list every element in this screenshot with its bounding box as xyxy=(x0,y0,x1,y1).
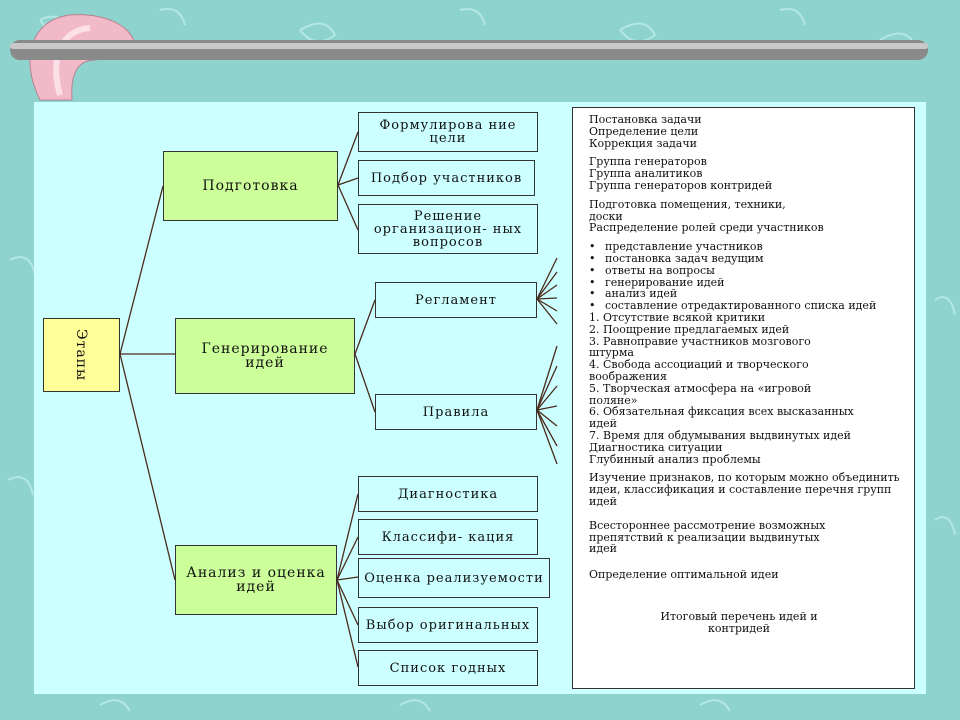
text-line: Группа аналитиков xyxy=(589,167,703,181)
rule-item: 1. Отсутствие всякой критики xyxy=(589,310,766,324)
rule-item: 5. Творческая атмосфера на «игровой поля… xyxy=(589,381,812,407)
root-node-etapy: Этапы xyxy=(43,318,120,392)
text-block: Изучение признаков, по которым можно объ… xyxy=(589,471,900,508)
bullet-item: генерирование идей xyxy=(589,276,904,289)
sub-podbor: Подбор участников xyxy=(358,160,535,196)
rule-item: 6. Обязательная фиксация всех высказанны… xyxy=(589,405,854,431)
bullet-item: ответы на вопросы xyxy=(589,264,904,277)
text-line: Глубинный анализ проблемы xyxy=(589,452,761,466)
text-block: Всестороннее рассмотрение возможных преп… xyxy=(589,518,826,556)
text-line: Коррекция задачи xyxy=(589,136,697,150)
sub-ocenka: Оценка реализуемости xyxy=(358,558,550,598)
stage-analiz: Анализ и оценка идей xyxy=(175,545,337,615)
sub-pravila: Правила xyxy=(375,394,537,430)
rule-item: 4. Свобода ассоциаций и творческого вооб… xyxy=(589,358,809,383)
text-block: Определение оптимальной идеи xyxy=(589,568,779,582)
sub-vybor: Выбор оригинальных xyxy=(358,607,538,643)
description-panel: Постановка задачи Определение цели Корре… xyxy=(572,107,915,689)
bullet-item: постановка задач ведущим xyxy=(589,253,904,265)
rule-item: 3. Равноправие участников мозгового штур… xyxy=(589,334,811,360)
text-block: Итоговый перечень идей и контридей xyxy=(660,609,818,635)
sub-formulirovanie: Формулирова ние цели xyxy=(358,112,538,152)
text-line: Определение цели xyxy=(589,124,699,138)
rule-item: 2. Поощрение предлагаемых идей xyxy=(589,322,790,336)
bullet-item: представление участников xyxy=(589,241,904,253)
stage-podgotovka: Подготовка xyxy=(163,151,338,221)
text-line: Группа генераторов xyxy=(589,155,707,169)
text-line: Распределение ролей среди участников xyxy=(589,221,824,235)
text-line: Группа генераторов контридей xyxy=(589,178,773,192)
bullet-item: анализ идей xyxy=(589,288,904,300)
rule-item: 7. Время для обдумывания выдвинутых идей xyxy=(589,428,852,442)
stage-generirovanie: Генериро­ва­ние идей xyxy=(175,318,355,394)
sub-diagnostika: Диагностика xyxy=(358,476,538,512)
text-line: Диагностика ситуации xyxy=(589,440,723,454)
text-line: Подготовка помещения, техники, доски xyxy=(589,197,786,223)
text-line: Постановка задачи xyxy=(589,113,702,126)
sub-klassifikaciya: Классифи- кация xyxy=(358,519,538,555)
sub-reshenie: Решение организацион- ных вопросов xyxy=(358,204,538,254)
sub-spisok: Список годных xyxy=(358,650,538,686)
bullet-item: составление отредактированного списка ид… xyxy=(589,300,904,312)
sub-reglament: Регламент xyxy=(375,282,537,318)
